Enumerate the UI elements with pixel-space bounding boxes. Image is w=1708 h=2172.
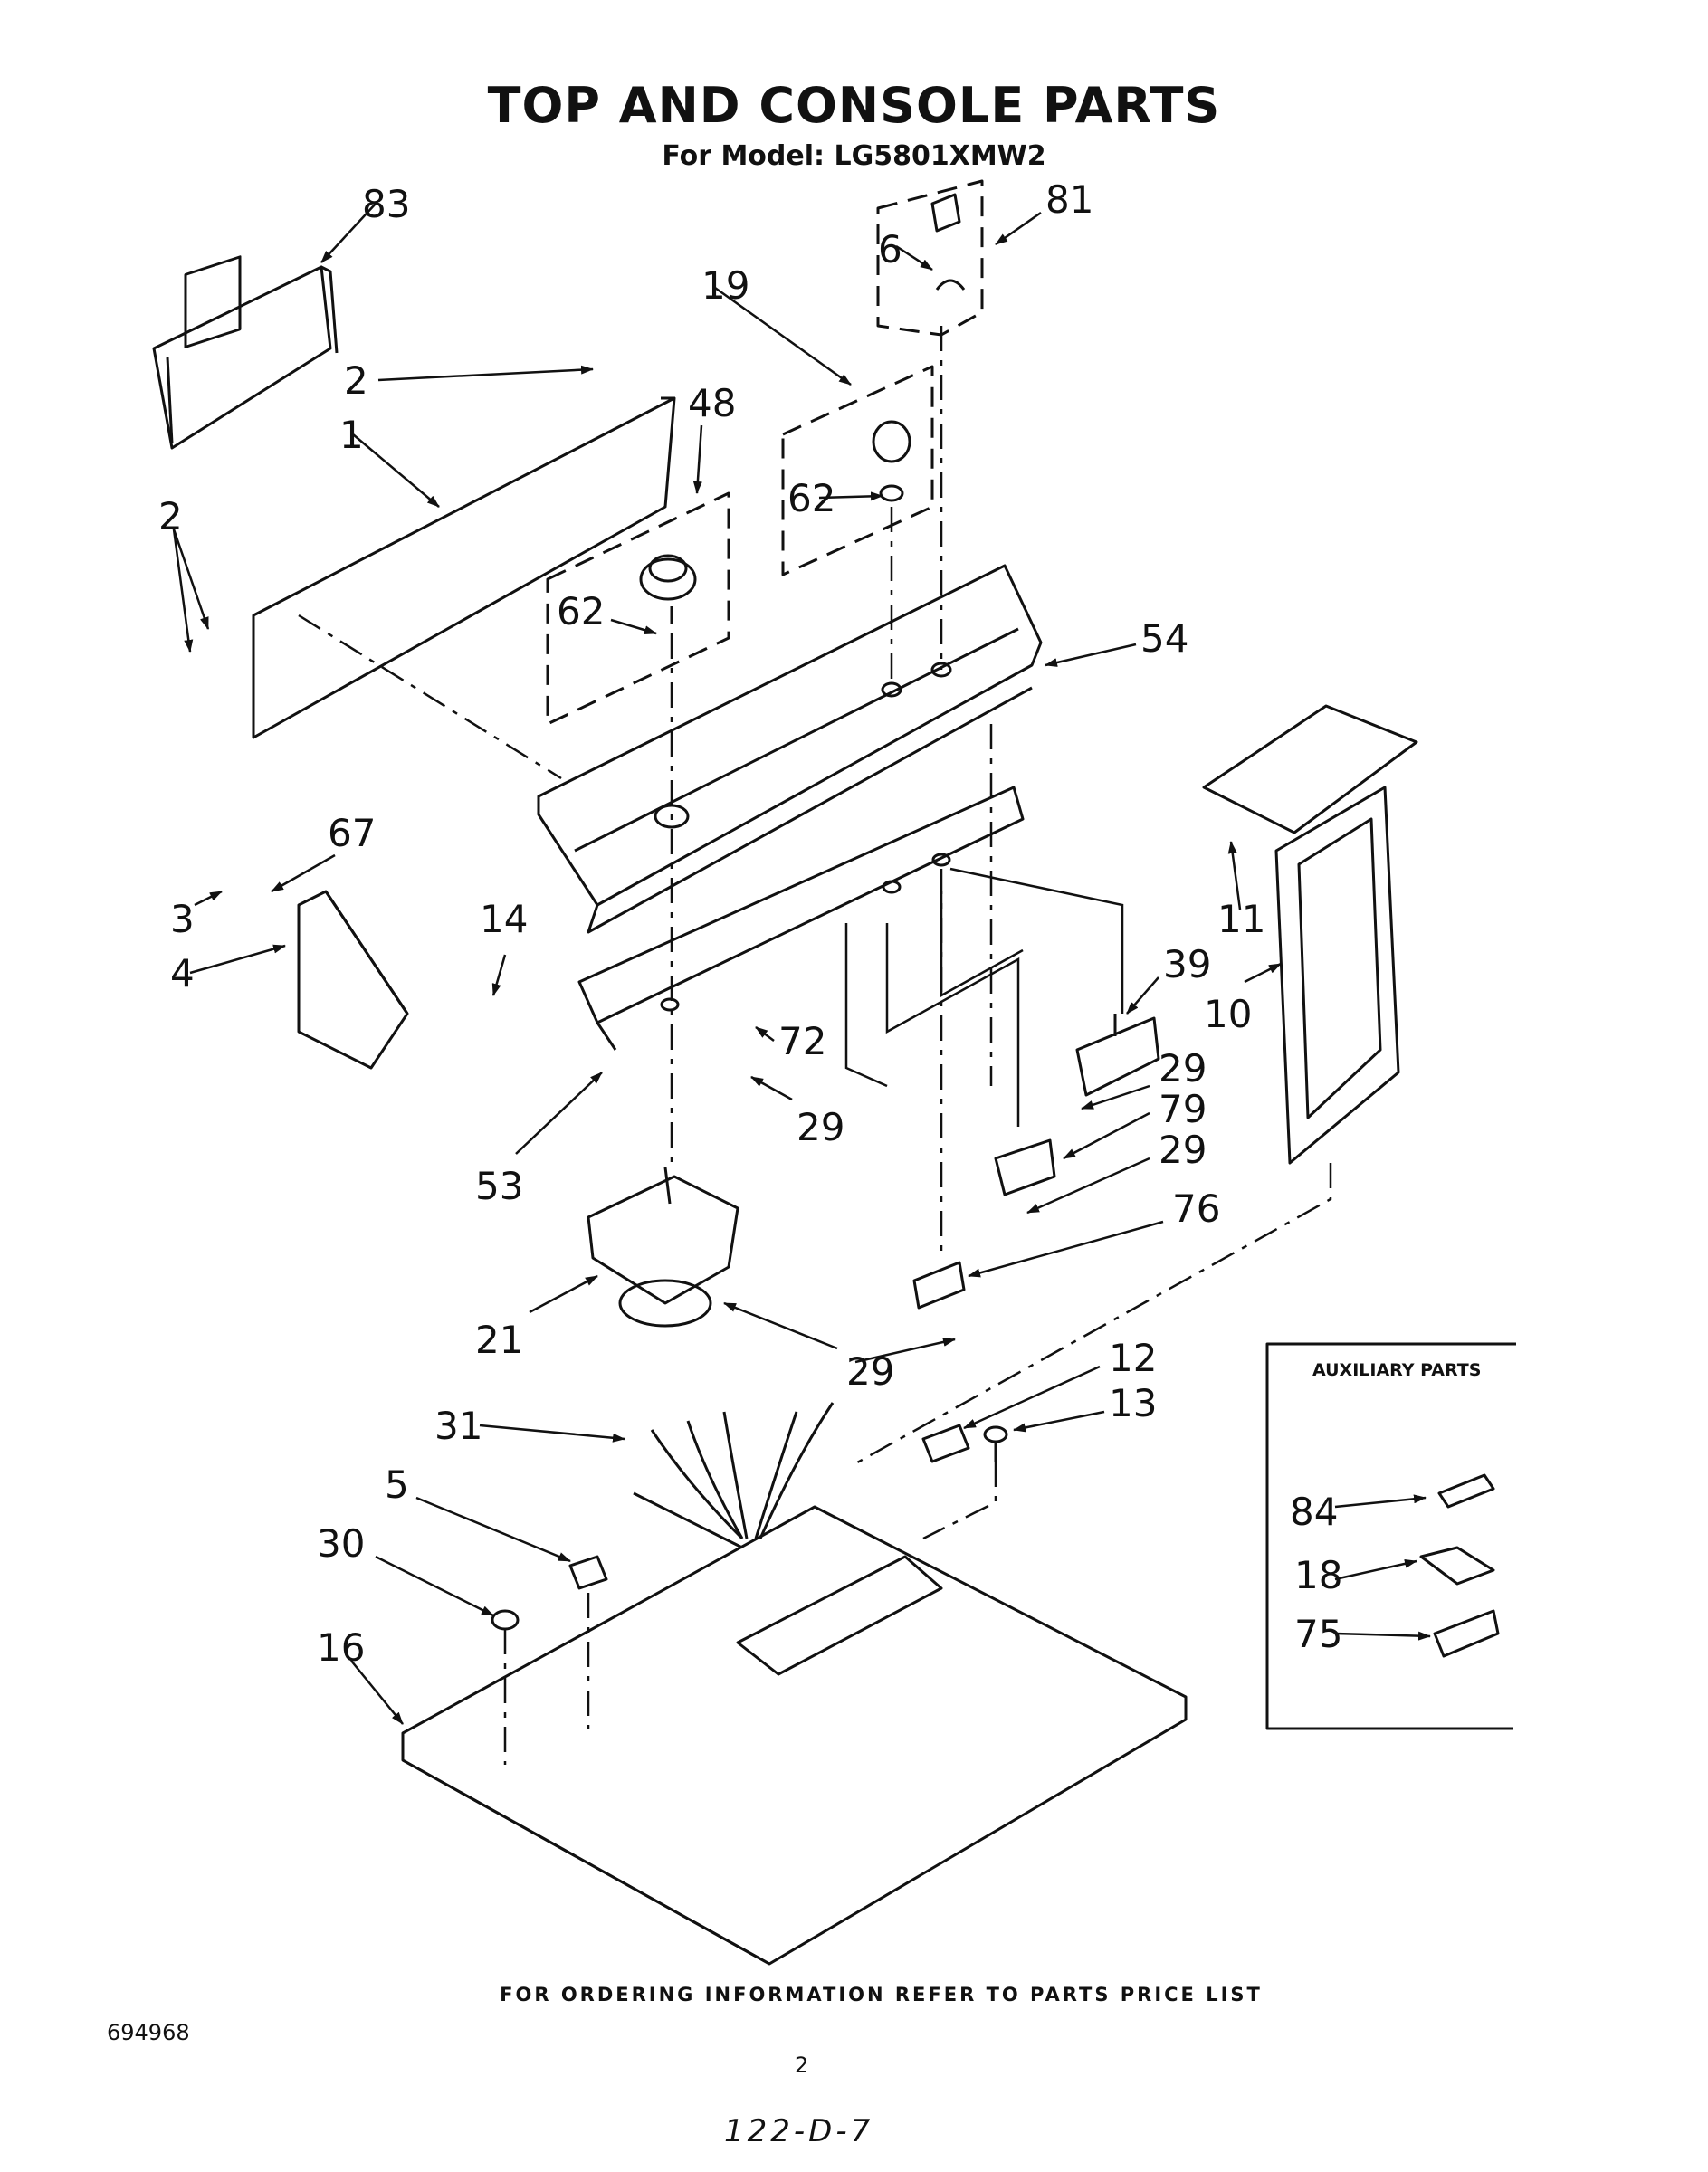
callout-31: 31 [434,1404,482,1448]
auxiliary-parts-box [1265,1342,1516,1730]
clip-5 [568,1555,608,1590]
model-subtitle: For Model: LG5801XMW2 [662,140,1046,172]
callout-76: 76 [1172,1186,1220,1231]
callout-30: 30 [317,1521,365,1566]
ordering-note: FOR ORDERING INFORMATION REFER TO PARTS … [500,1984,1263,2005]
callout-12: 12 [1109,1336,1157,1380]
callout-29-b: 29 [1159,1046,1207,1091]
callout-29-d: 29 [846,1349,894,1394]
screw-13 [983,1425,1008,1462]
switch-39 [1075,1014,1160,1097]
console-panel [252,396,676,739]
console-base-54 [537,564,1043,934]
console-back-bracket [152,255,339,450]
lint-filter-cover [1202,704,1418,834]
callout-29-c: 29 [1159,1128,1207,1172]
callout-5: 5 [385,1462,409,1507]
end-cap-4 [297,890,409,1070]
aux-callout-18: 18 [1294,1553,1342,1597]
callout-19: 19 [701,263,749,308]
handwritten-note: 122-D-7 [724,2113,874,2149]
page-title: TOP AND CONSOLE PARTS [487,77,1221,134]
callout-83: 83 [362,182,410,226]
callout-16: 16 [317,1625,365,1670]
lint-screen [1274,786,1400,1165]
callout-1: 1 [339,413,364,457]
aux-part-84 [1437,1473,1495,1509]
top-panel-16 [401,1505,1188,1966]
console-bottom-53 [577,786,1025,1051]
callout-14: 14 [480,897,528,941]
callout-21: 21 [475,1318,523,1362]
callout-62-right: 62 [787,476,835,520]
wire-harness [633,1402,835,1549]
switch-box-81 [876,179,984,337]
aux-part-18 [1419,1546,1495,1586]
callout-72: 72 [778,1019,826,1063]
callout-29-a: 29 [797,1105,844,1149]
knob-box-48 [546,491,730,726]
callout-13: 13 [1109,1381,1157,1425]
callout-11: 11 [1217,897,1265,941]
document-number: 694968 [107,2020,190,2045]
callout-39: 39 [1163,942,1211,986]
aux-part-75 [1433,1609,1500,1658]
callout-67: 67 [328,811,376,855]
aux-callout-75: 75 [1294,1612,1342,1656]
callout-62-left: 62 [557,589,605,634]
callout-81: 81 [1045,177,1093,222]
callout-53: 53 [475,1164,523,1208]
callout-54: 54 [1140,616,1188,661]
page-number: 2 [795,2053,809,2078]
connector-76 [912,1261,966,1310]
callout-79: 79 [1159,1087,1207,1131]
callout-4: 4 [170,951,195,996]
callout-3: 3 [170,897,195,941]
callout-6: 6 [878,227,902,272]
timer-21 [587,1167,739,1328]
aux-callout-84: 84 [1290,1490,1338,1534]
plug-30 [491,1609,520,1631]
auxiliary-parts-title: AUXILIARY PARTS [1312,1360,1481,1380]
thermostat-79 [994,1138,1056,1196]
callout-2-top: 2 [344,358,368,403]
callout-2-left: 2 [158,494,183,538]
callout-48: 48 [688,381,736,425]
callout-10: 10 [1204,992,1252,1036]
bracket-12 [921,1424,970,1463]
knob-box-19 [781,365,934,576]
